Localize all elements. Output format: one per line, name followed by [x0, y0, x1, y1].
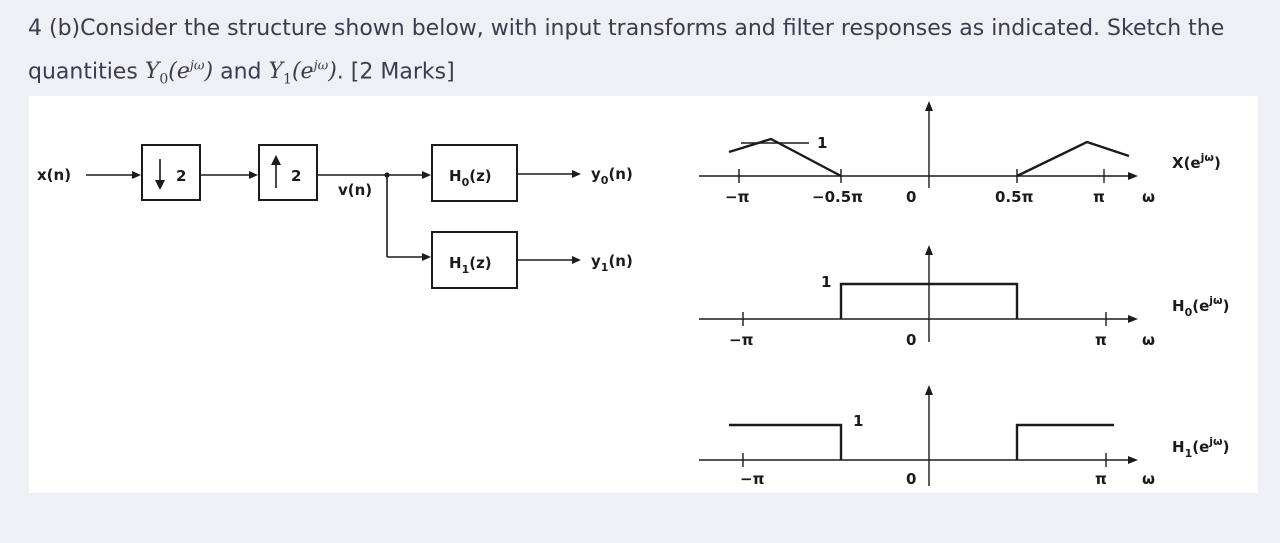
arrow-into-downsampler: [132, 171, 141, 179]
h0-plot-passband: [839, 282, 1019, 319]
h0-plot-label-pi: π: [1095, 331, 1107, 349]
figure-svg: x(n) 2 2 v(n) H0(z) H1(z): [37, 101, 1229, 488]
h0-plot-name: H0(ejω): [1172, 294, 1229, 319]
question-prefix: quantities: [28, 59, 145, 85]
arrow-into-h0: [422, 171, 431, 179]
arrow-out-y1: [572, 256, 581, 264]
x-plot-peak-label: 1: [817, 134, 827, 152]
x-plot-omega-arrow: [1128, 172, 1138, 180]
up-arrow-icon-head: [271, 155, 281, 165]
x-plot-label-half-pi: 0.5π: [995, 188, 1033, 206]
down-arrow-icon-head: [155, 180, 165, 190]
downsampler-factor: 2: [176, 167, 186, 185]
downsampler-box: [141, 144, 201, 201]
h1-plot-right-band: [1015, 423, 1114, 460]
y1-symbol: Y1(ejω): [268, 59, 337, 88]
marks-text: . [2 Marks]: [336, 59, 455, 85]
x-spectrum-plot: 1 −π −0.5π 0 0.5π π ω X(ejω): [699, 101, 1221, 206]
x-plot-label-pi: π: [1093, 188, 1105, 206]
h1-response-plot: 1 −π 0 π ω H1(ejω): [699, 385, 1229, 488]
x-plot-right-triangle: [1016, 140, 1130, 178]
h1-plot-omega-arrow: [1128, 456, 1138, 464]
block-diagram: x(n) 2 2 v(n) H0(z) H1(z): [37, 144, 633, 289]
question-line-1: 4 (b)Consider the structure shown below,…: [28, 16, 1225, 41]
figure-image: x(n) 2 2 v(n) H0(z) H1(z): [29, 96, 1258, 493]
x-plot-name: X(ejω): [1172, 151, 1221, 172]
h1-plot-left-band: [729, 423, 843, 460]
h0-response-plot: 1 −π 0 π ω H0(ejω): [699, 245, 1229, 349]
h1-plot-vertical-arrow: [925, 385, 933, 395]
output-y0-label: y0(n): [591, 165, 633, 187]
h1-plot-level-label: 1: [853, 412, 863, 430]
and-word: and: [213, 59, 269, 85]
h1-plot-label-zero: 0: [906, 470, 916, 488]
h0-plot-label-minus-pi: −π: [729, 331, 753, 349]
h1-plot-omega-label: ω: [1142, 470, 1155, 488]
x-plot-vertical-arrow: [925, 101, 933, 111]
h0-plot-vertical-arrow: [925, 245, 933, 255]
arrow-into-h1: [422, 253, 431, 261]
h1-plot-name: H1(ejω): [1172, 435, 1229, 460]
x-plot-label-minus-half-pi: −0.5π: [812, 188, 863, 206]
filter-h1-label: H1(z): [449, 254, 492, 276]
input-label: x(n): [37, 166, 71, 184]
x-plot-omega-label: ω: [1142, 188, 1155, 206]
h0-plot-omega-label: ω: [1142, 331, 1155, 349]
upsampler-box: [258, 144, 318, 201]
upsampler-factor: 2: [291, 167, 301, 185]
arrow-out-y0: [572, 170, 581, 178]
x-plot-left-triangle: [728, 137, 842, 178]
question-line-2: quantities Y0(ejω) and Y1(ejω). [2 Marks…: [28, 48, 1258, 99]
filter-h1-box: [431, 231, 518, 289]
h0-plot-omega-arrow: [1128, 315, 1138, 323]
question-text: 4 (b)Consider the structure shown below,…: [28, 10, 1258, 99]
h0-plot-level-label: 1: [821, 273, 831, 291]
filter-h0-box: [431, 144, 518, 202]
y0-symbol: Y0(ejω): [144, 59, 214, 88]
output-y1-label: y1(n): [591, 252, 633, 274]
mid-signal-label: v(n): [338, 181, 372, 199]
h1-plot-label-pi: π: [1095, 470, 1107, 488]
arrow-into-upsampler: [249, 171, 258, 179]
h0-plot-label-zero: 0: [906, 331, 916, 349]
filter-h0-label: H0(z): [449, 167, 492, 189]
h1-plot-label-minus-pi: −π: [740, 470, 764, 488]
x-plot-label-minus-pi: −π: [725, 188, 749, 206]
x-plot-label-zero: 0: [906, 188, 916, 206]
